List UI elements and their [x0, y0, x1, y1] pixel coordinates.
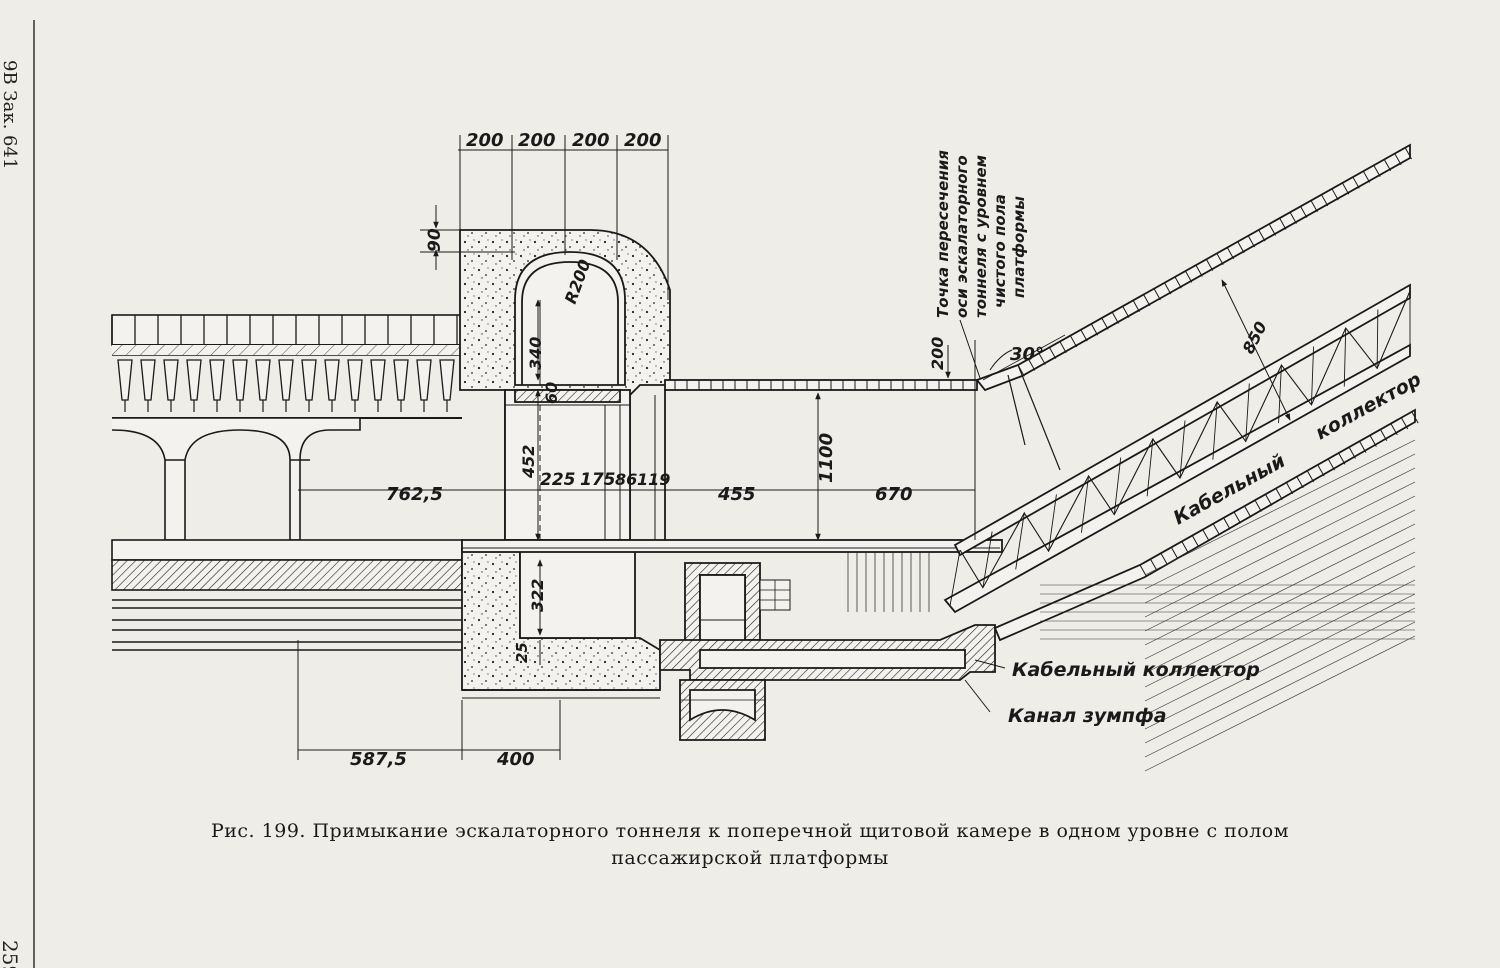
dim-1100: 1100: [816, 433, 837, 483]
svg-text:чистого пола: чистого пола: [991, 194, 1009, 308]
dim-452: 452: [519, 445, 538, 479]
lower-structure: [461, 539, 1003, 741]
dim-200-1: 200: [466, 130, 504, 151]
dim-200-2: 200: [518, 130, 556, 151]
dim-455: 455: [717, 484, 756, 505]
figure-caption: Рис. 199. Примыкание эскалаторного тонне…: [100, 818, 1400, 872]
svg-text:Точка пересечения: Точка пересечения: [934, 150, 952, 318]
dim-175: 175: [580, 470, 616, 490]
cable-collector-label: Кабельный коллектор: [1012, 659, 1260, 681]
dim-587: 587,5: [350, 749, 407, 770]
annotation-labels: Точка пересечения оси эскалаторного тонн…: [934, 150, 1425, 727]
svg-text:тоннеля с уровнем: тоннеля с уровнем: [972, 155, 990, 318]
caption-line-1: Рис. 199. Примыкание эскалаторного тонне…: [210, 820, 1290, 842]
dim-340: 340: [526, 337, 545, 370]
angle-30: 30°: [1010, 344, 1044, 365]
dim-200-4: 200: [624, 130, 662, 151]
dim-119: 119: [637, 470, 670, 489]
dim-670: 670: [875, 484, 913, 505]
dim-25: 25: [513, 642, 531, 663]
intersection-point-label: Точка пересечения оси эскалаторного тонн…: [934, 150, 1028, 318]
dim-200-3: 200: [572, 130, 610, 151]
svg-text:оси эскалаторного: оси эскалаторного: [953, 155, 971, 318]
escalator-incline: [943, 143, 1419, 772]
svg-text:платформы: платформы: [1010, 196, 1028, 298]
dim-762: 762,5: [386, 484, 443, 505]
dim-200-vertical: 200: [928, 337, 947, 370]
dimension-lines: [297, 135, 1291, 760]
dim-60: 60: [542, 382, 561, 404]
dim-322: 322: [528, 579, 547, 612]
caption-line-2: пассажирской платформы: [611, 847, 889, 869]
dim-86: 86: [615, 470, 637, 489]
dim-225: 225: [540, 470, 576, 490]
dim-90: 90: [425, 228, 445, 252]
dim-400: 400: [496, 749, 535, 770]
platform-structure: [111, 314, 463, 651]
sump-channel-label: Канал зумпфа: [1008, 705, 1167, 727]
arched-cable-duct: [459, 229, 671, 541]
chamber-roof: [654, 379, 978, 540]
